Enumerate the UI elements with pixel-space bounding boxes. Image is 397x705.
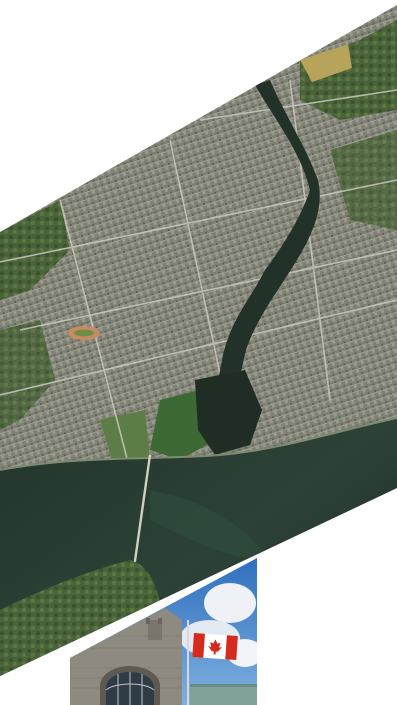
shoreline <box>0 417 397 471</box>
harbour <box>195 370 262 455</box>
canadian-flag-building-photo-icon <box>70 558 257 705</box>
stone-building <box>70 608 182 705</box>
cloud <box>204 583 256 623</box>
canadian-flag-icon <box>192 633 238 661</box>
copper-roof <box>190 686 257 705</box>
flag-pole <box>187 620 189 705</box>
canadian-flag-photo <box>70 558 257 705</box>
roads <box>0 79 397 471</box>
field <box>300 44 352 82</box>
river <box>212 80 320 420</box>
bridge <box>131 454 152 576</box>
